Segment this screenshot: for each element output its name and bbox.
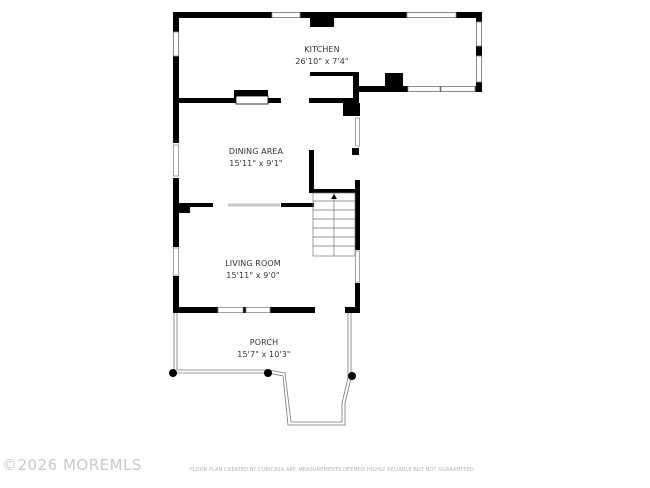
room-name: LIVING ROOM [225,259,281,268]
dining-walls [173,103,360,250]
disclaimer-text: FLOOR PLAN CREATED BY CUBICASA APP. MEAS… [190,467,476,473]
staircase [312,192,356,257]
kitchen-wall-segment [476,47,482,55]
room-name: PORCH [249,338,279,347]
room-dimensions: 26'10" x 7'4" [295,57,349,66]
porch-posts [169,369,356,380]
stair-arrow-icon [331,194,337,199]
porch-rail [173,313,352,426]
room-dimensions: 15'7" x 10'3" [237,350,291,359]
porch-label: PORCH 15'7" x 10'3" [237,337,290,361]
kitchen-windows [173,12,482,92]
kitchen-label: KITCHEN 26'10" x 7'4" [295,44,348,68]
dining-windows [173,117,360,177]
room-dimensions: 15'11" x 9'0" [226,271,280,280]
living-walls [173,207,360,313]
living-windows [173,247,360,313]
room-dimensions: 15'11" x 9'1" [229,159,283,168]
room-name: DINING AREA [228,147,284,156]
dining-area-label: DINING AREA 15'11" x 9'1" [229,146,283,170]
room-name: KITCHEN [304,45,340,54]
copyright-watermark: ©2026 MOREMLS [2,456,142,474]
counter-outline [235,95,269,105]
living-room-label: LIVING ROOM 15'11" x 9'0" [225,258,281,282]
